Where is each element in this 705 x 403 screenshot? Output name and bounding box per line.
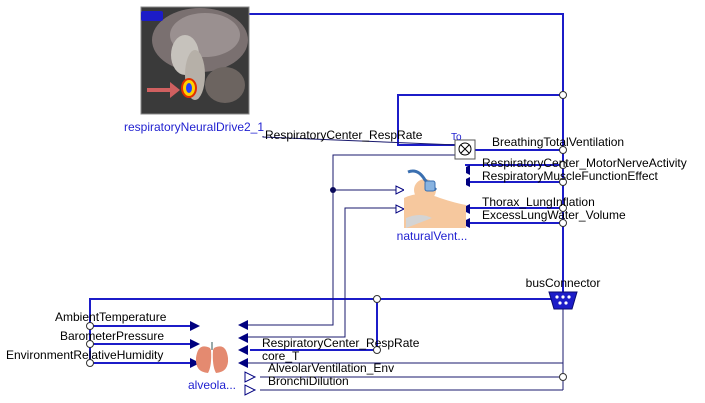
wire-product-to-vent[interactable] xyxy=(332,154,463,191)
junction-thorax xyxy=(559,204,567,212)
arrow-alv-in-2 xyxy=(244,384,257,396)
label-excess-water: ExcessLungWater_Volume xyxy=(482,208,626,222)
signal-labels: RespiratoryCenter_RespRate BreathingTota… xyxy=(6,128,687,388)
arrow-alv-out-4 xyxy=(238,358,248,368)
arrow-vent-in-2 xyxy=(395,204,406,214)
bus-loop[interactable] xyxy=(397,94,563,146)
junction-bottom-right xyxy=(559,373,567,381)
label-bronchi: BronchiDilution xyxy=(268,374,349,388)
wire-resp-rate-top[interactable] xyxy=(262,136,458,146)
brain-mri-icon xyxy=(140,6,250,115)
arrow-alv-baro xyxy=(190,339,200,349)
bus-connector-label: busConnector xyxy=(526,276,601,290)
label-barometer: BarometerPressure xyxy=(60,329,164,343)
alveolar-label: alveola... xyxy=(188,378,236,392)
junction-muscle xyxy=(559,178,567,186)
arrow-vent-in-1 xyxy=(395,185,406,195)
bus-top[interactable] xyxy=(152,13,564,95)
bus-connector[interactable]: busConnector xyxy=(526,276,601,310)
junction-product xyxy=(559,146,567,154)
arrow-alv-out-3 xyxy=(238,345,248,355)
product-block[interactable]: To xyxy=(451,132,476,160)
wire-vent-feedback[interactable] xyxy=(245,207,400,338)
label-resp-rate-bottom: RespiratoryCenter_RespRate xyxy=(262,336,420,350)
arrow-alv-out-2 xyxy=(238,333,248,343)
junction-excess xyxy=(559,219,567,227)
junction-baro xyxy=(86,340,94,348)
wire-vent-to-alv[interactable] xyxy=(245,190,334,326)
bus-connector-icon xyxy=(548,291,578,310)
product-block-label: To xyxy=(451,132,462,143)
arrow-alv-out-1 xyxy=(238,320,248,330)
arrow-alv-in-1 xyxy=(244,371,257,383)
arrow-alv-humidity xyxy=(190,358,200,368)
lungs-icon xyxy=(195,342,229,373)
neural-drive-component[interactable]: respiratoryNeuralDrive2_1 xyxy=(124,6,264,134)
patient-breathing-icon xyxy=(404,166,466,228)
label-core-t: core_T xyxy=(262,349,300,363)
neural-drive-label: respiratoryNeuralDrive2_1 xyxy=(124,120,264,134)
label-thorax: Thorax_LungInflation xyxy=(482,195,595,209)
signal-wires xyxy=(245,136,564,391)
label-alv-env: AlveolarVentilation_Env xyxy=(268,361,394,375)
label-breathing-total: BreathingTotalVentilation xyxy=(492,135,624,149)
junction-signal-333 xyxy=(330,187,336,193)
arrow-alv-ambient xyxy=(190,321,200,331)
junction-humidity xyxy=(86,359,94,367)
natural-ventilation-component[interactable]: naturalVent... xyxy=(397,166,468,243)
natural-ventilation-label: naturalVent... xyxy=(397,229,468,243)
junctions xyxy=(86,91,567,381)
label-resp-rate-top: RespiratoryCenter_RespRate xyxy=(265,128,423,142)
junction-ambient xyxy=(86,322,94,330)
neural-drive-port[interactable] xyxy=(141,11,163,21)
junction-motor xyxy=(559,161,567,169)
label-muscle-function: RespiratoryMuscleFunctionEffect xyxy=(482,169,659,183)
bus-horizontal[interactable] xyxy=(89,298,563,364)
label-motor-nerve: RespiratoryCenter_MotorNerveActivity xyxy=(482,156,687,170)
alveolar-component[interactable]: alveola... xyxy=(188,342,236,392)
junction-bus-377b xyxy=(373,346,381,354)
junction-top xyxy=(559,91,567,99)
junction-bus-377 xyxy=(373,295,381,303)
label-ambient-temp: AmbientTemperature xyxy=(55,310,167,324)
label-humidity: EnvironmentRelativeHumidity xyxy=(6,348,163,362)
multiply-icon xyxy=(458,142,472,156)
